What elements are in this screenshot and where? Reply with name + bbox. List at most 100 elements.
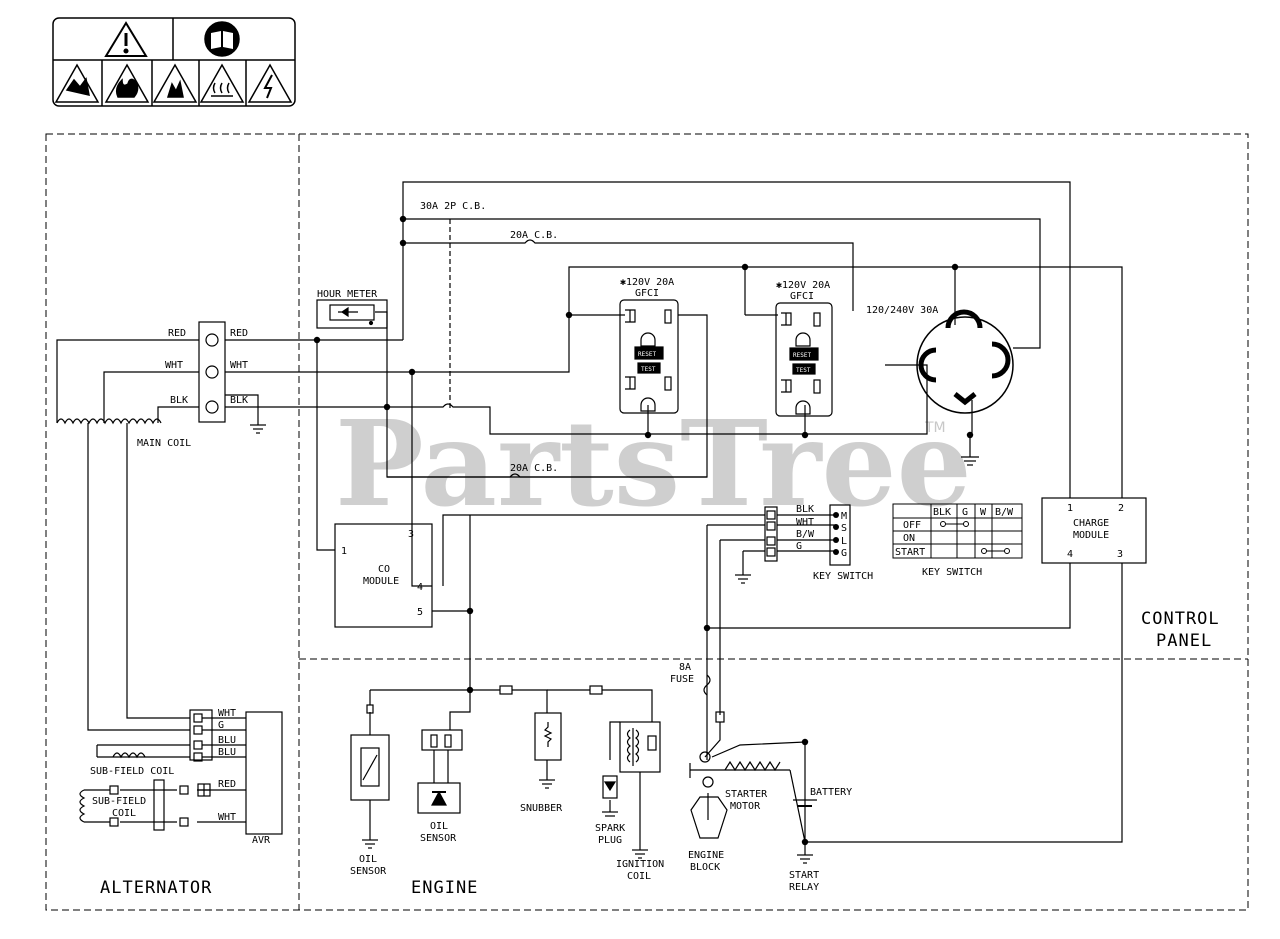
label-engine-block-2: BLOCK bbox=[690, 862, 720, 873]
label-spark-plug-1: SPARK bbox=[595, 823, 625, 834]
charge-module-label2: MODULE bbox=[1073, 530, 1109, 541]
key-switch-pins bbox=[833, 512, 839, 555]
fire-icon bbox=[104, 63, 150, 103]
explosion-icon bbox=[54, 63, 100, 103]
charge-module-label1: CHARGE bbox=[1073, 518, 1109, 529]
gfci-outlet-2 bbox=[775, 302, 833, 417]
gfci1-reset-label: RESET bbox=[638, 351, 656, 358]
junctions bbox=[313, 215, 974, 846]
gfci1-test-label: TEST bbox=[641, 366, 656, 373]
avr-wht: WHT bbox=[218, 708, 236, 719]
warning-icon bbox=[104, 21, 148, 57]
flame-icon bbox=[152, 63, 198, 103]
ks-wht: WHT bbox=[796, 517, 814, 528]
section-control-panel-1: CONTROL bbox=[1141, 609, 1220, 629]
label-gfci2-line1: ✱120V 20A bbox=[776, 280, 830, 291]
ks-g: G bbox=[796, 541, 802, 552]
section-control-panel-2: PANEL bbox=[1156, 631, 1212, 651]
co-module-label2: MODULE bbox=[363, 576, 399, 587]
label-ignition-1: IGNITION bbox=[616, 859, 664, 870]
key-switch-connector bbox=[764, 504, 851, 566]
label-blk-right: BLK bbox=[230, 395, 248, 406]
label-key-switch-2: KEY SWITCH bbox=[922, 567, 982, 578]
label-battery: BATTERY bbox=[810, 787, 852, 798]
label-sub-field-coil2-1: SUB-FIELD bbox=[92, 796, 146, 807]
avr-blu1: BLU bbox=[218, 735, 236, 746]
avr-wht2: WHT bbox=[218, 812, 236, 823]
section-alternator: ALTERNATOR bbox=[100, 878, 212, 898]
ks-term-s: S bbox=[841, 523, 847, 534]
hour-meter bbox=[316, 299, 388, 329]
label-gfci1-line2: GFCI bbox=[635, 288, 659, 299]
terminal-block bbox=[198, 321, 226, 423]
label-gfci1-line1: ✱120V 20A bbox=[620, 277, 674, 288]
charge-module bbox=[1041, 497, 1147, 564]
label-wht-left: WHT bbox=[165, 360, 183, 371]
manual-icon bbox=[204, 21, 240, 57]
ks-table-h-g: G bbox=[962, 507, 968, 518]
key-switch-table bbox=[892, 503, 1023, 559]
ks-term-m: M bbox=[841, 511, 847, 522]
engine-components bbox=[350, 685, 817, 839]
avr-red: RED bbox=[218, 779, 236, 790]
label-starter-2: MOTOR bbox=[730, 801, 761, 812]
avr-blu2: BLU bbox=[218, 747, 236, 758]
gfci-outlet-1 bbox=[619, 299, 679, 414]
label-snubber: SNUBBER bbox=[520, 803, 563, 814]
label-oil-sensor1-1: OIL bbox=[359, 854, 377, 865]
co-pin4: 4 bbox=[417, 582, 423, 593]
co-pin5: 5 bbox=[417, 607, 423, 618]
cm-pin3: 3 bbox=[1117, 549, 1123, 560]
label-key-switch-1: KEY SWITCH bbox=[813, 571, 873, 582]
watermark-tm: TM bbox=[924, 420, 946, 436]
watermark: PartsTree bbox=[335, 394, 972, 533]
ks-table-h-bw: B/W bbox=[995, 507, 1014, 518]
label-gfci2-line2: GFCI bbox=[790, 291, 814, 302]
label-20a-breaker-mid: 20A C.B. bbox=[510, 463, 558, 474]
label-fuse-1: 8A bbox=[679, 662, 691, 673]
label-oil-sensor1-2: SENSOR bbox=[350, 866, 387, 877]
gfci2-reset-label: RESET bbox=[793, 352, 811, 359]
label-wht-right: WHT bbox=[230, 360, 248, 371]
ks-table-on: ON bbox=[903, 533, 915, 544]
ks-table-start: START bbox=[895, 547, 925, 558]
co-pin3: 3 bbox=[408, 529, 414, 540]
co-module bbox=[334, 523, 433, 628]
ks-table-off: OFF bbox=[903, 520, 921, 531]
ks-bw: B/W bbox=[796, 529, 815, 540]
ks-blk: BLK bbox=[796, 504, 814, 515]
label-spark-plug-2: PLUG bbox=[598, 835, 622, 846]
avr-g: G bbox=[218, 720, 224, 731]
label-blk-left: BLK bbox=[170, 395, 188, 406]
ks-term-g: G bbox=[841, 548, 847, 559]
co-pin1: 1 bbox=[341, 546, 347, 557]
safety-icons bbox=[52, 17, 296, 107]
ks-table-h-blk: BLK bbox=[933, 507, 951, 518]
section-borders bbox=[45, 133, 1249, 911]
cm-pin1: 1 bbox=[1067, 503, 1073, 514]
wires bbox=[56, 181, 1123, 864]
gfci2-test-label: TEST bbox=[796, 367, 811, 374]
label-20a-breaker-top: 20A C.B. bbox=[510, 230, 558, 241]
label-avr: AVR bbox=[252, 835, 271, 846]
label-engine-block-1: ENGINE bbox=[688, 850, 724, 861]
label-red-right: RED bbox=[230, 328, 248, 339]
label-sub-field-coil2-2: COIL bbox=[112, 808, 136, 819]
label-start-relay-2: RELAY bbox=[789, 882, 819, 893]
label-sub-field-coil: SUB-FIELD COIL bbox=[90, 766, 174, 777]
label-main-coil: MAIN COIL bbox=[137, 438, 191, 449]
cm-pin2: 2 bbox=[1118, 503, 1124, 514]
label-oil-sensor2-1: OIL bbox=[430, 821, 448, 832]
label-hour-meter: HOUR METER bbox=[317, 289, 378, 300]
label-fuse-2: FUSE bbox=[670, 674, 694, 685]
label-ignition-2: COIL bbox=[627, 871, 651, 882]
label-start-relay-1: START bbox=[789, 870, 819, 881]
shock-icon bbox=[247, 63, 293, 103]
label-30a-breaker: 30A 2P C.B. bbox=[420, 201, 486, 212]
co-module-label1: CO bbox=[378, 564, 390, 575]
avr-module bbox=[109, 709, 283, 835]
label-oil-sensor2-2: SENSOR bbox=[420, 833, 457, 844]
twist-lock-outlet bbox=[916, 309, 1014, 414]
